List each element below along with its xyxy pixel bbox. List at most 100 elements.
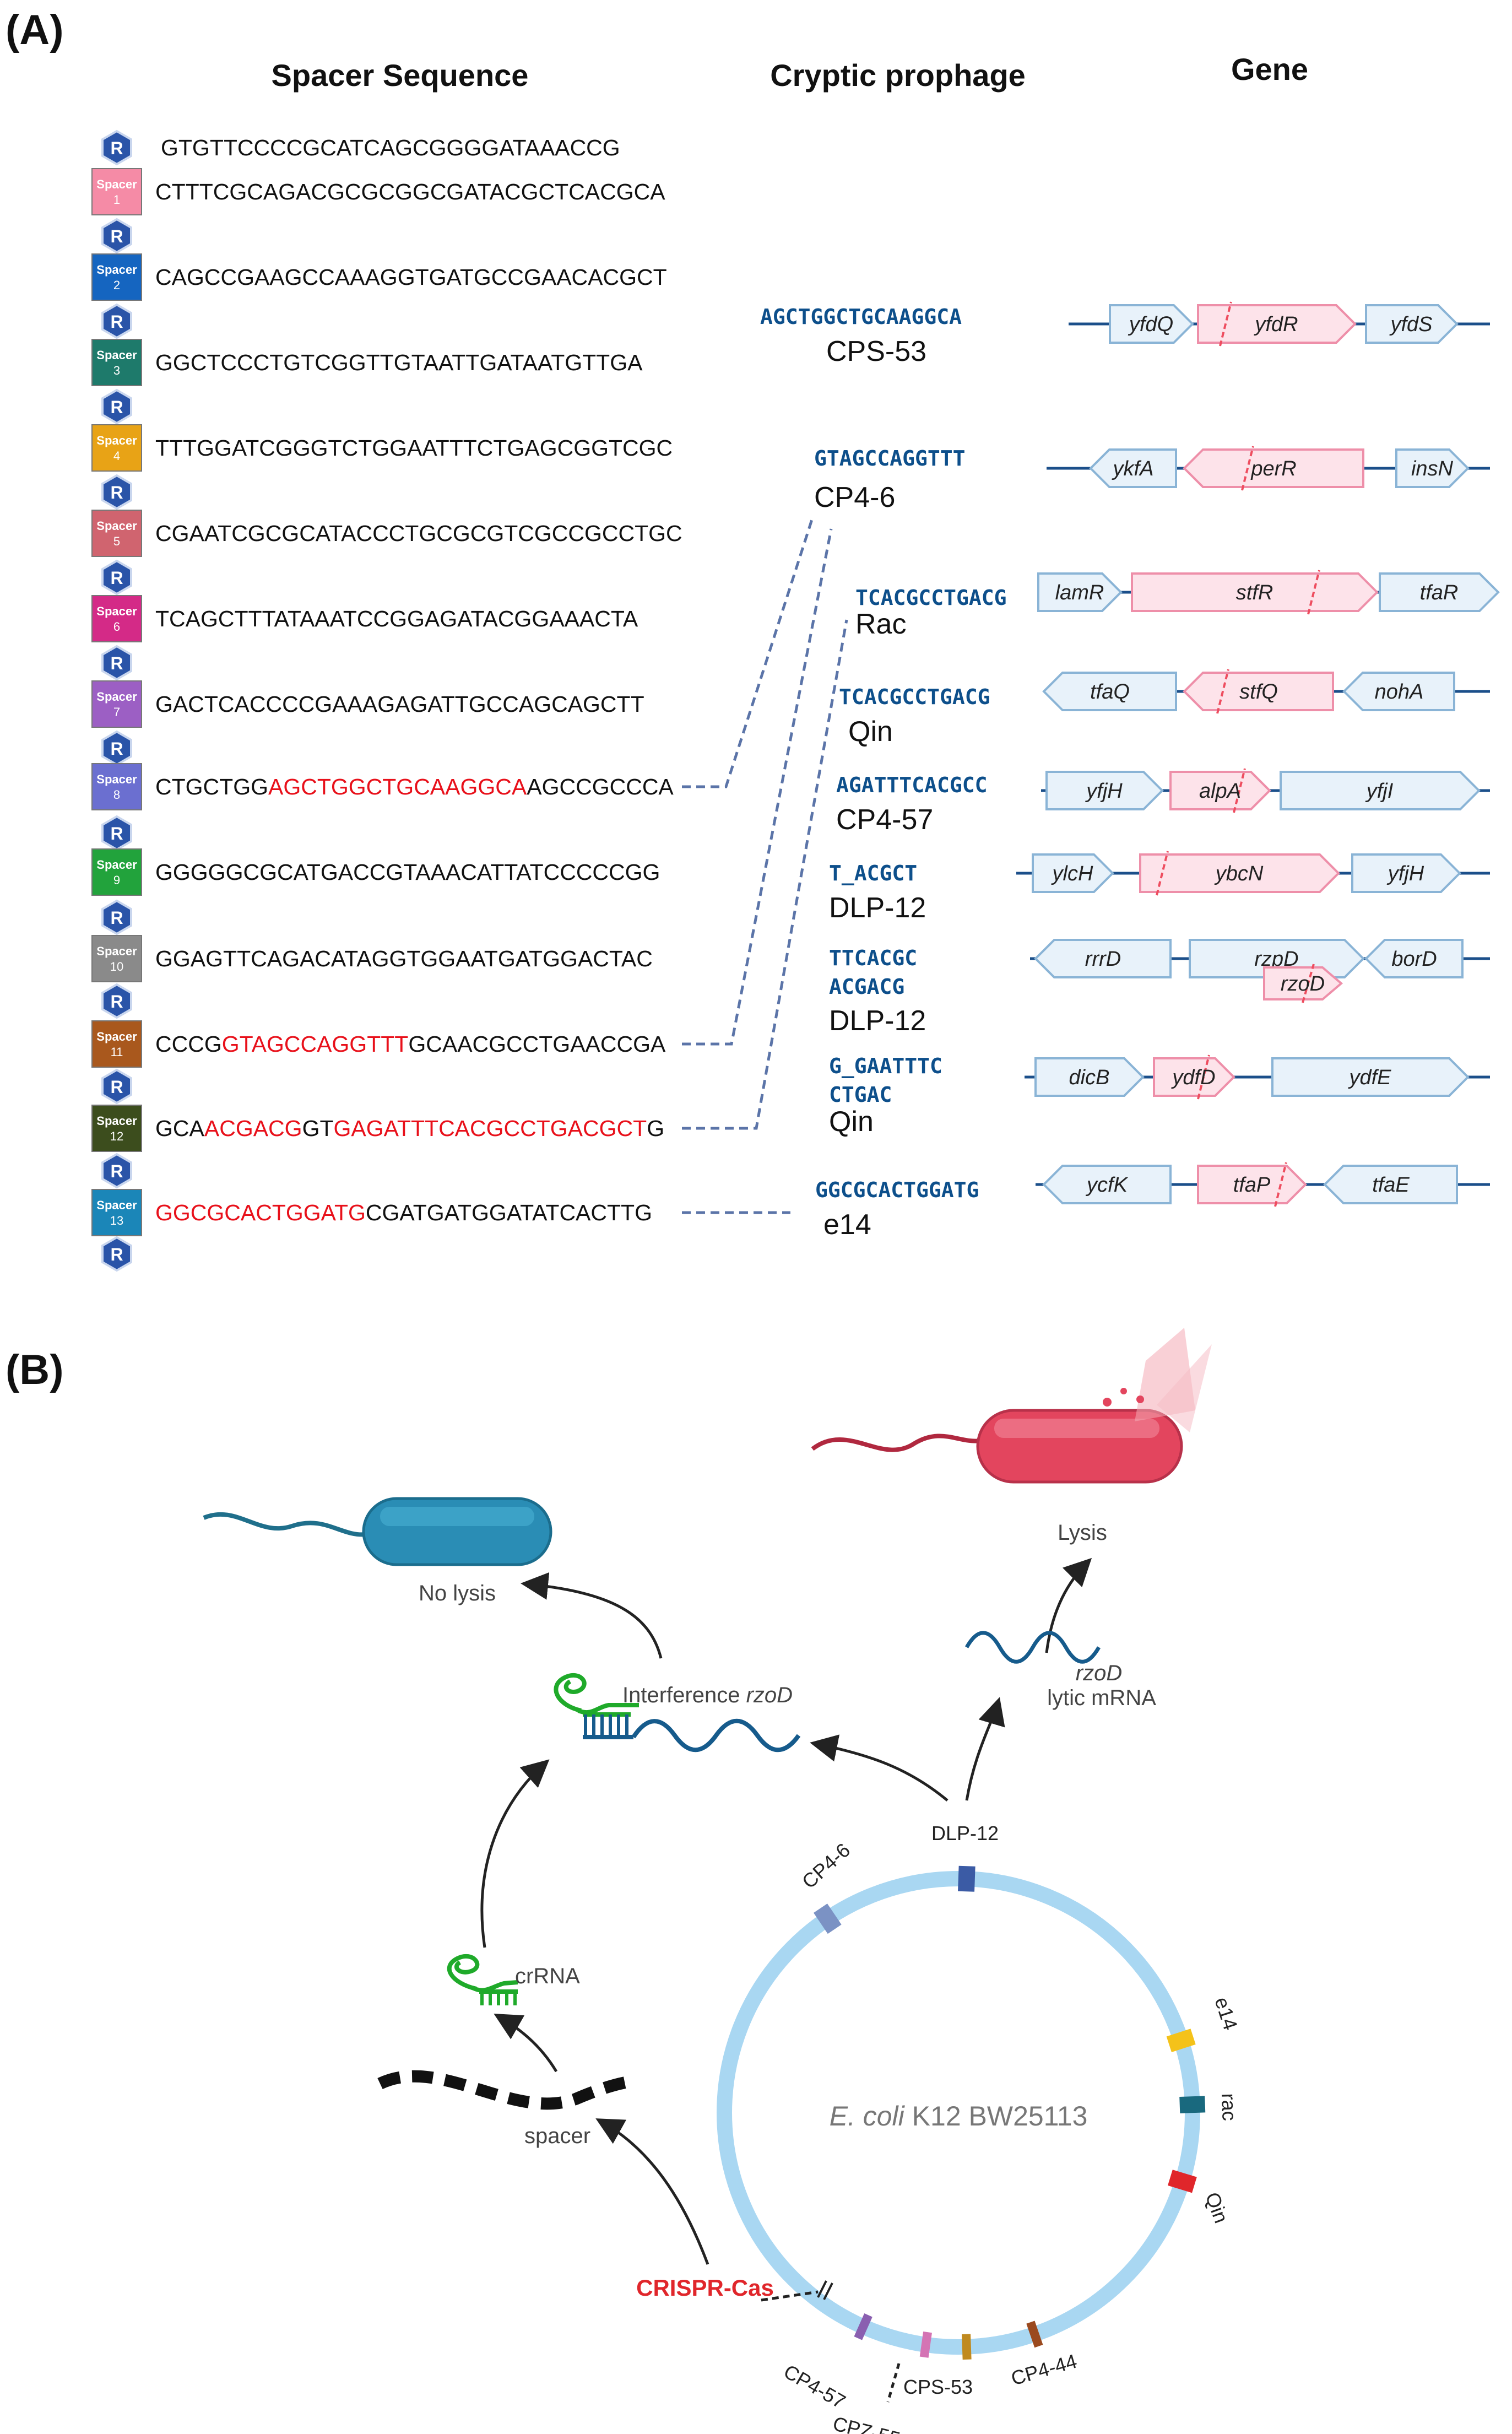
spacer-segment: G bbox=[647, 1116, 664, 1141]
repeat-hexagon bbox=[101, 474, 132, 510]
spacer-box-number: 8 bbox=[113, 788, 120, 802]
arrow-crispr-to-spacer bbox=[595, 2118, 709, 2265]
spacer-box-number: 2 bbox=[113, 278, 120, 292]
crispr-break-mark bbox=[817, 2280, 833, 2300]
spacer-sequence: GGCGCACTGGATGCGATGATGGATATCACTTG bbox=[155, 1200, 652, 1225]
target-sequence: AGCTGGCTGCAAGGCA bbox=[760, 305, 962, 329]
ring-label-rac: rac bbox=[1217, 2093, 1241, 2121]
mrna-gene-label: rzoD bbox=[1076, 1661, 1122, 1685]
arrow-interference-to-nolysis bbox=[521, 1572, 663, 1659]
spacer-segment: TTTGGATCGGGTCTGGAATTTCTGAGCGGTCGC bbox=[155, 435, 673, 461]
prophage-name: CP4-6 bbox=[814, 482, 895, 513]
spacer-box-number: 4 bbox=[113, 449, 120, 463]
gene-arrow-rzoD: rzoD bbox=[1263, 964, 1343, 1003]
gene-label: yfdQ bbox=[1128, 313, 1173, 336]
cut-site-mark bbox=[1307, 570, 1320, 615]
repeat-label: R bbox=[110, 138, 123, 158]
spacer-segment: CGATGATGGATATCACTTG bbox=[366, 1200, 652, 1225]
repeat-icon: R bbox=[101, 559, 132, 596]
repeat-hexagon bbox=[101, 1153, 132, 1189]
gene-label: ybcN bbox=[1214, 862, 1264, 885]
no-lysis-label: No lysis bbox=[419, 1581, 496, 1605]
ring-label-cp4-6: CP4-6 bbox=[798, 1838, 854, 1893]
gene-arrow-ykfA: ykfA bbox=[1089, 448, 1177, 488]
gene-arrow-shape bbox=[1139, 853, 1340, 893]
repeat-label: R bbox=[110, 653, 123, 673]
gene-arrow-yfdS: yfdS bbox=[1365, 304, 1459, 344]
target-sequence: ACGACG bbox=[829, 975, 904, 999]
repeat-label: R bbox=[110, 739, 123, 759]
gene-label: alpA bbox=[1199, 780, 1241, 803]
gene-arrow-ycfK: ycfK bbox=[1042, 1165, 1172, 1204]
gene-label: stfR bbox=[1236, 581, 1273, 604]
spacer-box-word: Spacer bbox=[96, 519, 137, 533]
gene-arrow-ydfD: ydfD bbox=[1153, 1054, 1235, 1100]
prophage-name: Rac bbox=[855, 608, 906, 640]
repeat-label: R bbox=[110, 568, 123, 588]
cut-site-mark bbox=[1302, 964, 1315, 1003]
spacer-segment: TCAGCTTTATAAATCCGGAGATACGGAAACTA bbox=[155, 606, 638, 631]
ring-marker-cp4-57 bbox=[854, 2313, 872, 2340]
repeat-icon: R bbox=[101, 1068, 132, 1105]
gene-label: yfjH bbox=[1085, 780, 1123, 803]
spacer-segment: GCAACGCCTGAACCGA bbox=[408, 1031, 666, 1057]
spacer-box-word: Spacer bbox=[96, 434, 137, 447]
spacer-box-number: 5 bbox=[113, 534, 120, 548]
arrow-spacer-to-crrna bbox=[494, 2014, 558, 2073]
repeat-icon: R bbox=[101, 899, 132, 935]
gene-label: yfjI bbox=[1365, 780, 1394, 803]
ring-label-cp4-57: CP4-57 bbox=[780, 2360, 849, 2413]
repeat-label: R bbox=[110, 226, 123, 246]
spacer-sequence: GTGTTCCCCGCATCAGCGGGGATAAACCG bbox=[161, 135, 620, 160]
gene-label: perR bbox=[1250, 457, 1296, 480]
spacer-box-number: 10 bbox=[110, 960, 123, 973]
gene-label: ydfD bbox=[1170, 1066, 1215, 1089]
gene-arrow-yfjI: yfjI bbox=[1280, 771, 1481, 810]
header-cryptic-prophage: Cryptic prophage bbox=[770, 58, 1026, 93]
spacer-box-number: 1 bbox=[113, 193, 120, 207]
arrow-mrna-to-lysis bbox=[1045, 1557, 1092, 1653]
spacer-box-word: Spacer bbox=[96, 177, 137, 191]
spacer-box-word: Spacer bbox=[96, 690, 137, 704]
spacer-box-rect bbox=[91, 1189, 142, 1236]
ring-label-cp4-44: CP4-44 bbox=[1009, 2350, 1080, 2390]
gene-arrow-tfaR: tfaR bbox=[1379, 572, 1500, 612]
gene-arrow-shape bbox=[1131, 572, 1379, 612]
spacer-segment: CTTTCGCAGACGCGCGGCGATACGCTCACGCA bbox=[155, 179, 665, 204]
gene-arrow-stfQ: stfQ bbox=[1183, 669, 1334, 714]
repeat-hexagon bbox=[101, 983, 132, 1019]
dashed-connectors bbox=[682, 517, 848, 1214]
gene-arrow-shape bbox=[1342, 672, 1455, 711]
repeat-hexagon bbox=[101, 899, 132, 935]
connector-spacer-8 bbox=[682, 517, 814, 788]
spacer-box-number: 9 bbox=[113, 873, 120, 887]
gene-arrow-perR: perR bbox=[1183, 446, 1364, 491]
spacer-segment: CAGCCGAAGCCAAAGGTGATGCCGAACACGCT bbox=[155, 264, 667, 290]
spacer-dna-strand bbox=[377, 2070, 627, 2110]
gene-label: ylcH bbox=[1051, 862, 1093, 885]
spacer-box-word: Spacer bbox=[96, 858, 137, 872]
spacer-box-rect bbox=[91, 253, 142, 301]
lysis-label: Lysis bbox=[1058, 1521, 1107, 1545]
gene-label: insN bbox=[1411, 457, 1454, 480]
interference-complex-icon bbox=[554, 1673, 801, 1753]
repeat-icon: R bbox=[101, 1236, 132, 1272]
ring-marker-cp4-44 bbox=[1026, 2321, 1043, 2348]
repeat-label: R bbox=[110, 312, 123, 332]
gene-arrow-shape bbox=[1379, 572, 1500, 612]
repeat-icon: R bbox=[101, 388, 132, 425]
repeat-icon: R bbox=[101, 129, 132, 166]
repeat-label: R bbox=[110, 1077, 123, 1097]
spacer-box-number: 3 bbox=[113, 364, 120, 377]
spacer-box-rect bbox=[91, 595, 142, 642]
target-sequence: TCACGCCTGACG bbox=[839, 685, 990, 709]
spacer-box-number: 7 bbox=[113, 705, 120, 719]
